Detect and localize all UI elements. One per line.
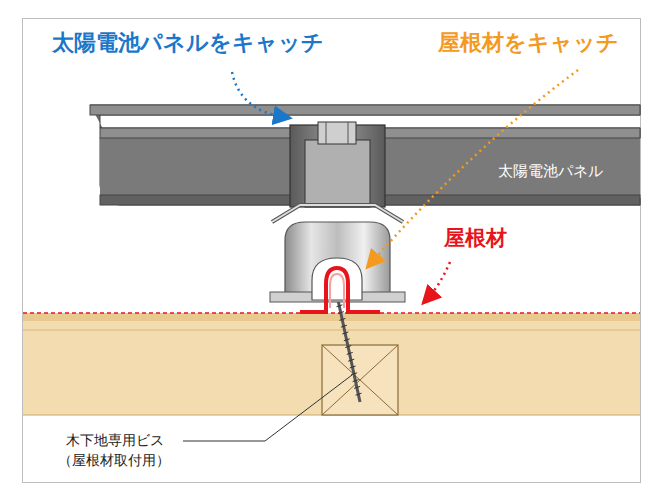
screw-thread	[351, 373, 357, 375]
screw-thread	[338, 312, 344, 314]
screw-thread	[350, 366, 356, 368]
screw-thread	[356, 393, 362, 395]
callout-panel: 太陽電池パネルをキャッチ	[52, 30, 324, 56]
screw-thread	[336, 305, 342, 307]
screw-thread	[347, 352, 353, 354]
panel-label: 太陽電池パネル	[498, 162, 603, 180]
screw-label: 木下地専用ビス	[66, 432, 164, 449]
screw-thread	[354, 386, 360, 388]
screw-note: （屋根材取付用）	[58, 452, 170, 469]
screw-thread	[344, 339, 350, 341]
screw-thread	[353, 380, 359, 382]
screw-thread	[341, 325, 347, 327]
callout-roof: 屋根材をキャッチ	[438, 30, 619, 56]
screw-thread	[348, 359, 354, 361]
roof-label: 屋根材	[444, 226, 507, 251]
screw-thread	[342, 332, 348, 334]
screw-thread	[339, 318, 345, 320]
screw-thread	[345, 346, 351, 348]
